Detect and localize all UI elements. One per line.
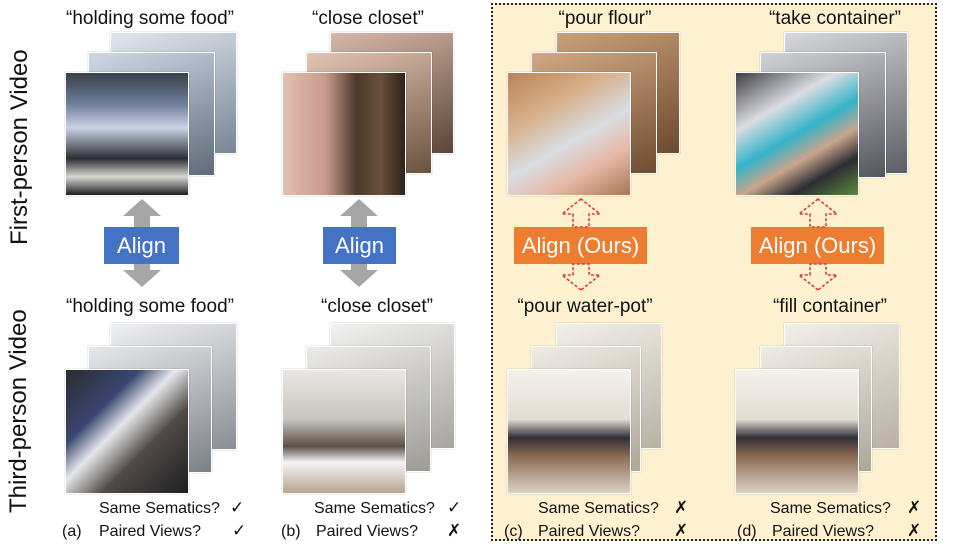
panel-c-up-arrow — [559, 197, 603, 228]
panel-b-same-semantics-mark: ✓ — [447, 498, 462, 517]
panel-d-fp-frame-1 — [735, 72, 859, 196]
panel-d-tp-frame-1 — [735, 369, 859, 494]
panel-b-same-semantics-label: Same Sematics? — [314, 500, 435, 517]
panel-c-bottom-caption: “pour water-pot” — [517, 296, 653, 317]
panel-b-letter: (b) — [281, 523, 301, 540]
panel-d-same-semantics-mark: ✗ — [907, 498, 922, 517]
panel-a-bottom-caption: “holding some food” — [66, 296, 234, 317]
panel-a-paired-views-mark: ✓ — [232, 521, 247, 540]
panel-d-paired-views-mark: ✗ — [907, 521, 922, 540]
panel-c-paired-views-mark: ✗ — [674, 521, 689, 540]
panel-b-paired-views-label: Paired Views? — [316, 523, 418, 540]
panel-a-fp-frame-1 — [65, 72, 189, 196]
panel-b-fp-frame-1 — [282, 72, 406, 196]
panel-a-tp-frame-1 — [65, 369, 189, 494]
panel-a-down-arrow — [123, 264, 161, 287]
panel-d-top-caption: “take container” — [768, 8, 901, 29]
panel-b-bottom-caption: “close closet” — [321, 296, 433, 317]
panel-a-align-button: Align — [104, 227, 179, 264]
panel-c-top-caption: “pour flour” — [558, 8, 652, 29]
panel-d-up-arrow — [796, 197, 840, 228]
panel-b-up-arrow — [340, 199, 378, 227]
panel-b-align-button: Align — [323, 227, 396, 264]
panel-d-paired-views-label: Paired Views? — [772, 523, 874, 540]
panel-c-tp-frame-1 — [507, 369, 631, 494]
panel-a-up-arrow — [123, 199, 161, 227]
panel-c-paired-views-label: Paired Views? — [538, 523, 640, 540]
panel-a-letter: (a) — [62, 523, 82, 540]
panel-d-down-arrow — [796, 263, 840, 292]
panel-c-align-button: Align (Ours) — [514, 227, 647, 264]
panel-b-tp-frame-1 — [282, 369, 406, 494]
panel-b-paired-views-mark: ✗ — [447, 521, 462, 540]
panel-a-paired-views-label: Paired Views? — [99, 523, 201, 540]
panel-a-same-semantics-label: Same Sematics? — [99, 500, 220, 517]
panel-b-top-caption: “close closet” — [312, 8, 424, 29]
panel-c-letter: (c) — [504, 523, 523, 540]
panel-d-letter: (d) — [737, 523, 757, 540]
panel-a-top-caption: “holding some food” — [66, 8, 234, 29]
panel-d-same-semantics-label: Same Sematics? — [770, 500, 891, 517]
panel-a-same-semantics-mark: ✓ — [230, 498, 245, 517]
panel-c-same-semantics-label: Same Sematics? — [538, 500, 659, 517]
panel-c-down-arrow — [559, 263, 603, 292]
panel-c-fp-frame-1 — [507, 72, 631, 196]
panel-d-bottom-caption: “fill container” — [772, 296, 888, 317]
panel-c-same-semantics-mark: ✗ — [674, 498, 689, 517]
panel-b-down-arrow — [340, 264, 378, 287]
panel-d-align-button: Align (Ours) — [751, 227, 884, 264]
